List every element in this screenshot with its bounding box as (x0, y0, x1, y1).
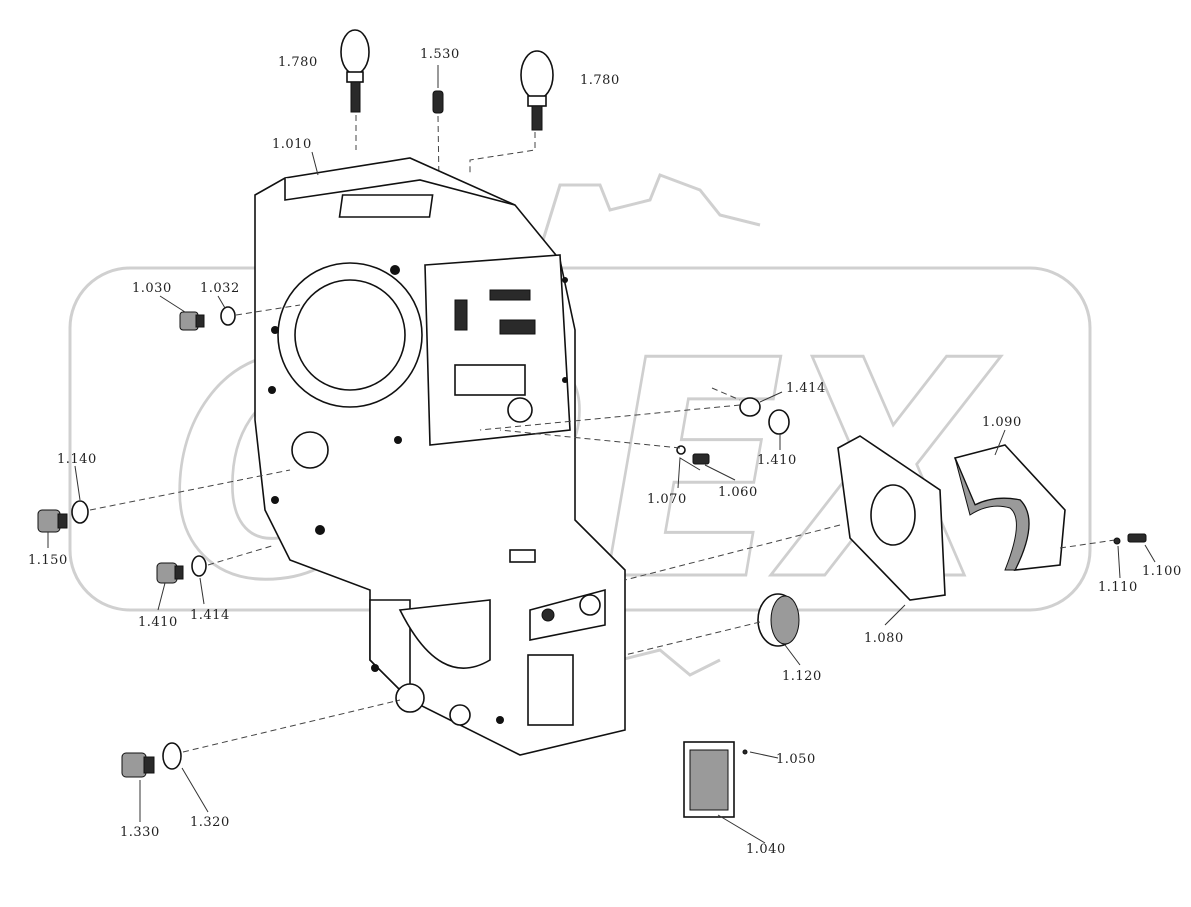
breather-plug (432, 90, 444, 114)
label-1030: 1.030 (132, 281, 172, 296)
label-1110: 1.110 (1098, 580, 1138, 595)
plug-1030 (179, 311, 205, 331)
label-1040: 1.040 (746, 842, 786, 857)
plug-1150 (37, 509, 68, 533)
washer-1110 (1113, 537, 1121, 545)
label-1100: 1.100 (1142, 564, 1182, 579)
label-1410-right: 1.410 (757, 453, 797, 468)
label-1780-left: 1.780 (278, 55, 318, 70)
label-1090: 1.090 (982, 415, 1022, 430)
label-1140: 1.140 (57, 452, 97, 467)
label-1150: 1.150 (28, 553, 68, 568)
label-1010: 1.010 (272, 137, 312, 152)
eye-bolt-right (520, 50, 554, 131)
nameplate-1040 (683, 741, 735, 818)
label-1414-left: 1.414 (190, 608, 230, 623)
seal-ring-1320 (162, 742, 182, 770)
label-1414-right: 1.414 (786, 381, 826, 396)
seal-ring-1414-right (739, 397, 761, 417)
shield-1090 (953, 444, 1066, 571)
label-1530: 1.530 (420, 47, 460, 62)
plug-1410-left (156, 562, 184, 584)
seal-ring-1140 (71, 500, 89, 524)
screw-1100 (1127, 533, 1147, 543)
eye-bolt-left (340, 29, 370, 113)
washer-1070 (676, 445, 686, 455)
rivet-1050 (742, 749, 748, 755)
label-1080: 1.080 (864, 631, 904, 646)
label-1070: 1.070 (647, 492, 687, 507)
label-1330: 1.330 (120, 825, 160, 840)
label-1320: 1.320 (190, 815, 230, 830)
plug-1330 (121, 752, 155, 778)
cap-1120 (757, 593, 800, 647)
label-1050: 1.050 (776, 752, 816, 767)
label-1780-right: 1.780 (580, 73, 620, 88)
label-1410-left: 1.410 (138, 615, 178, 630)
transmission-housing (254, 157, 626, 756)
seal-ring-1032 (220, 306, 236, 326)
cover-plate-1080 (837, 435, 946, 601)
label-1060: 1.060 (718, 485, 758, 500)
plug-1410-right (768, 409, 790, 435)
label-1032: 1.032 (200, 281, 240, 296)
seal-ring-1414-left (191, 555, 207, 577)
screw-1060 (692, 453, 710, 465)
label-1120: 1.120 (782, 669, 822, 684)
